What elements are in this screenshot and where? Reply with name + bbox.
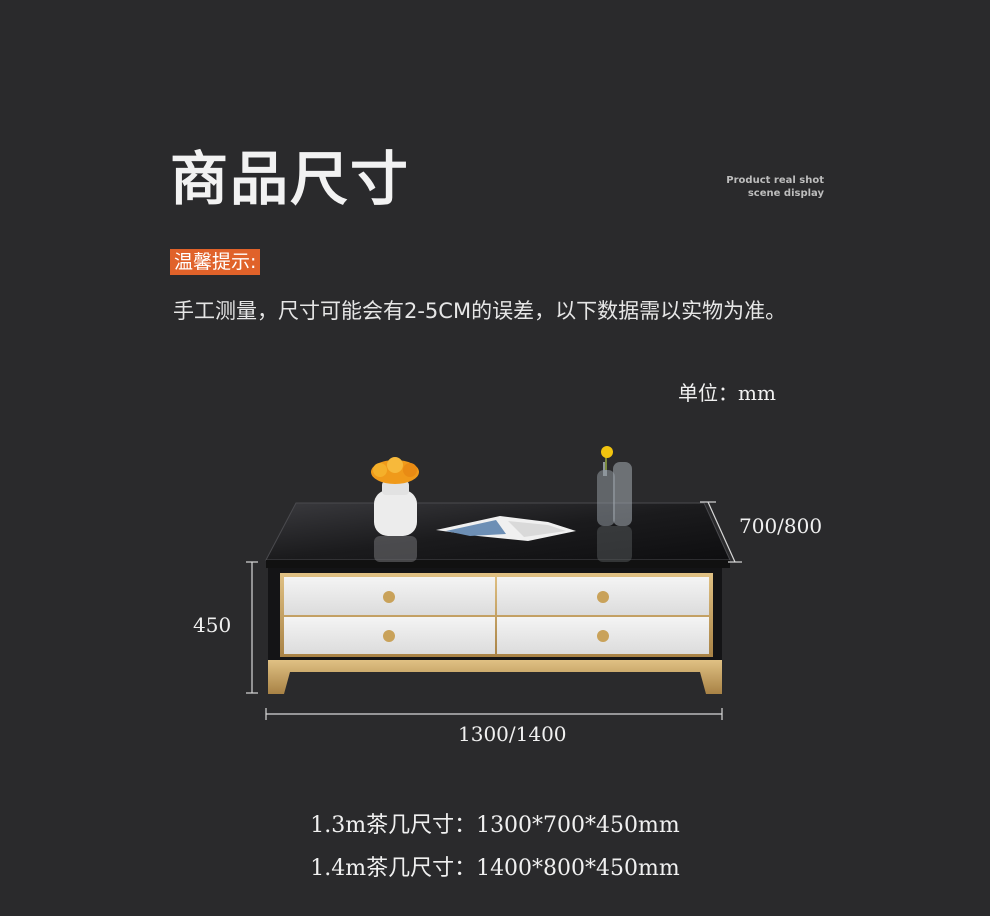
drawer-knob	[383, 591, 395, 603]
height-label: 450	[193, 613, 232, 637]
drawer-knob	[597, 630, 609, 642]
width-dimension-line	[265, 708, 723, 720]
tip-badge: 温馨提示:	[170, 249, 261, 275]
tip-text: 手工测量，尺寸可能会有2-5CM的误差，以下数据需以实物为准。	[173, 299, 787, 323]
table-base	[268, 660, 722, 694]
flower-vase	[371, 457, 419, 562]
open-book	[436, 516, 576, 541]
depth-dimension-line	[700, 501, 742, 563]
subtitle-line-1: Product real shot	[726, 175, 824, 186]
page-title: 商品尺寸	[170, 145, 411, 213]
depth-label: 700/800	[739, 514, 823, 538]
drawer-knob	[597, 591, 609, 603]
subtitle-line-2: scene display	[747, 188, 824, 199]
english-subtitle: Product real shot scene display	[726, 174, 824, 200]
spec-line-2: 1.4m茶几尺寸：1400*800*450mm	[310, 856, 680, 881]
drawer-knob	[383, 630, 395, 642]
height-dimension-line	[246, 561, 258, 694]
unit-label: 单位：mm	[678, 381, 776, 405]
glass-bottles	[597, 446, 632, 562]
width-label: 1300/1400	[458, 722, 567, 746]
spec-line-1: 1.3m茶几尺寸：1300*700*450mm	[310, 813, 680, 838]
table-top-edge	[266, 560, 730, 568]
